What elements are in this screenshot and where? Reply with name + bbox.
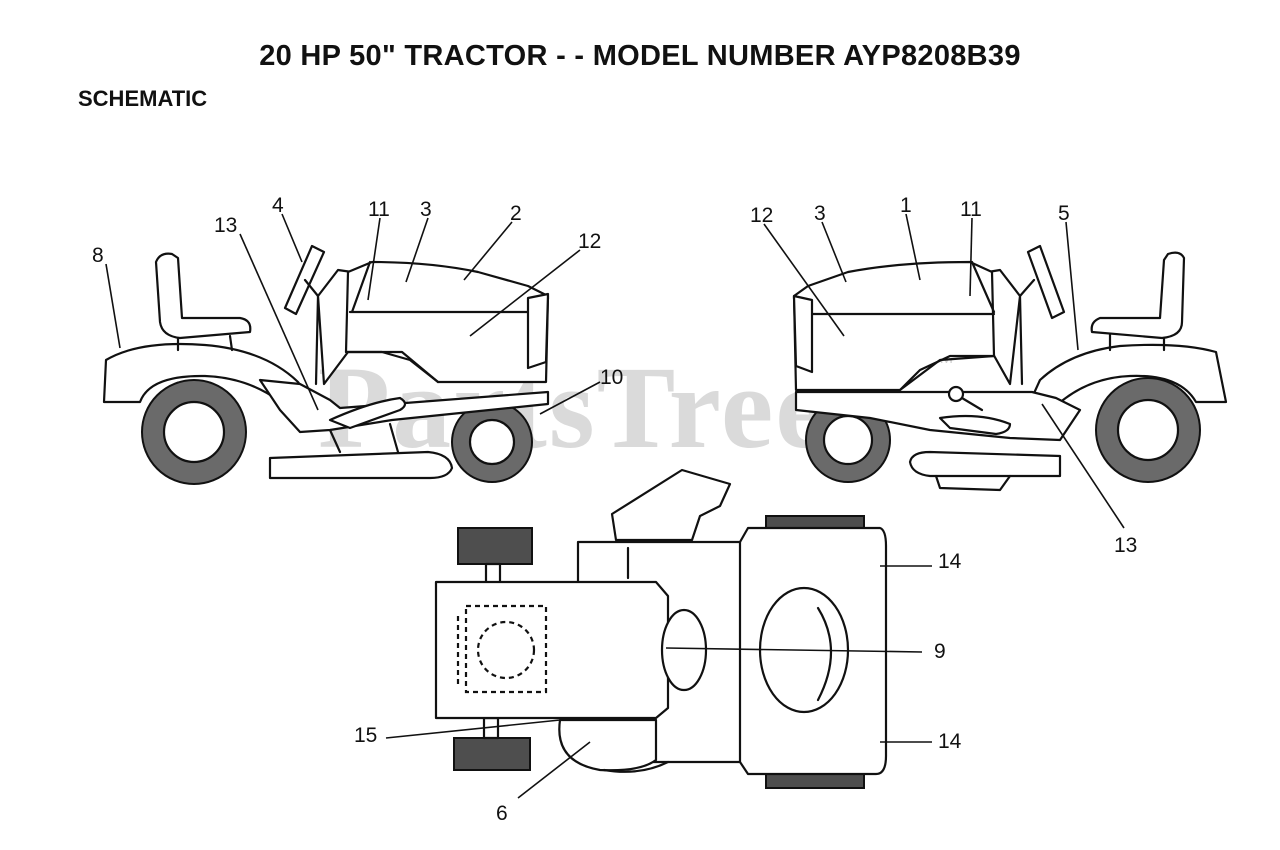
- top-view: [434, 468, 888, 789]
- leader-lines: [105, 213, 1125, 799]
- left-view-seat: [154, 252, 252, 340]
- callout-top-15: 15: [354, 724, 377, 747]
- right-view-seat: [1090, 251, 1186, 340]
- left-view-front-rim: [468, 418, 516, 466]
- callout-top-14-upper: 14: [938, 550, 962, 573]
- left-view-lift-lever: [328, 396, 407, 430]
- right-view-rear-rim: [1116, 398, 1180, 462]
- callout-right-5: 5: [1058, 202, 1070, 225]
- callout-left-2: 2: [510, 202, 522, 225]
- callout-right-12: 12: [750, 204, 773, 227]
- right-view-lift-lever: [938, 414, 1012, 436]
- right-view-steering-wheel: [1026, 244, 1066, 320]
- top-view-dashed-circle: [476, 620, 536, 680]
- callout-top-14-lower: 14: [938, 730, 962, 753]
- right-view-mower-deck: [908, 450, 1062, 478]
- callout-top-9: 9: [934, 640, 946, 663]
- callout-top-6: 6: [496, 802, 508, 825]
- callout-left-4: 4: [272, 194, 284, 217]
- top-view-rear-left-tire: [457, 527, 533, 565]
- top-view-seat: [610, 468, 732, 542]
- top-view-rear-right-tire: [453, 737, 531, 771]
- callout-left-10: 10: [600, 366, 623, 389]
- callout-right-3: 3: [814, 202, 826, 225]
- left-view-mower-deck: [268, 450, 454, 480]
- callout-numbers: 8 13 4 11 3 2 12 10 12 3 1 11 5 13 14 9 …: [92, 194, 1137, 825]
- right-view-rear-fender: [1028, 343, 1228, 418]
- page-title: 20 HP 50" TRACTOR - - MODEL NUMBER AYP82…: [259, 40, 1021, 72]
- top-view-dashed-panel: [464, 604, 548, 694]
- right-view-front-rim: [822, 414, 874, 466]
- left-view-headlight: [526, 292, 550, 370]
- callout-left-13: 13: [214, 214, 237, 237]
- callout-left-11: 11: [368, 198, 390, 221]
- callout-left-12: 12: [578, 230, 601, 253]
- callout-left-8: 8: [92, 244, 104, 267]
- callout-right-11: 11: [960, 198, 982, 221]
- right-view-lift-knob: [947, 385, 965, 403]
- callout-left-3: 3: [420, 198, 432, 221]
- left-side-view: [102, 244, 550, 485]
- callout-right-1: 1: [900, 194, 912, 217]
- top-view-front-right-tire: [765, 773, 865, 789]
- left-view-rear-rim: [162, 400, 226, 464]
- right-side-view: [792, 244, 1228, 492]
- schematic-label: SCHEMATIC: [78, 86, 208, 111]
- right-view-hood: [792, 260, 996, 392]
- callout-right-13: 13: [1114, 534, 1137, 557]
- left-view-hood: [344, 260, 550, 384]
- left-view-rear-fender: [102, 342, 320, 422]
- top-view-rear-deck: [434, 580, 670, 720]
- top-view-chute: [558, 718, 658, 772]
- right-view-headlight: [792, 294, 814, 374]
- top-view-steering-oval: [660, 608, 708, 692]
